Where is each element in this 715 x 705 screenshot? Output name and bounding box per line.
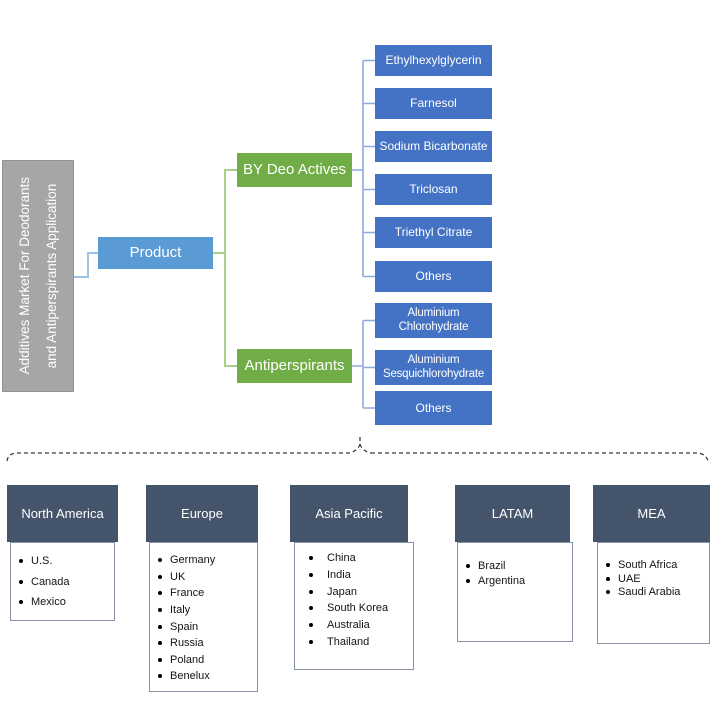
country-item: India	[309, 567, 411, 584]
connector-product-to-branches	[213, 169, 237, 367]
country-label: India	[327, 569, 351, 582]
node-farnesol: Farnesol	[375, 88, 492, 119]
country-label: Germany	[170, 554, 216, 567]
country-label: Australia	[327, 619, 370, 632]
bullet-icon	[309, 573, 313, 578]
country-item: Australia	[309, 617, 411, 634]
country-label: UK	[170, 570, 186, 583]
market-title-box: Additives Market For Deodorants and Anti…	[2, 160, 74, 392]
country-item: UK	[158, 569, 255, 586]
country-label: Benelux	[170, 670, 210, 683]
region-header-asia-pacific: Asia Pacific	[290, 485, 408, 542]
node-others: Others	[375, 261, 492, 292]
bullet-icon	[158, 574, 162, 579]
country-item: Brazil	[466, 559, 570, 574]
country-item: Canada	[19, 572, 112, 593]
country-item: UAE	[606, 572, 707, 586]
country-item: Russia	[158, 635, 255, 652]
node-by-deo-actives: BY Deo Actives	[237, 153, 352, 187]
country-item: Spain	[158, 618, 255, 635]
dashed-brace	[6, 437, 709, 462]
country-label: UAE	[618, 572, 641, 585]
bullet-icon	[158, 624, 162, 629]
country-item: Mexico	[19, 592, 112, 613]
node-others: Others	[375, 391, 492, 425]
country-label: Russia	[170, 637, 204, 650]
node-aluminium-sesquichlorohydrate: Aluminium Sesquichlorohydrate	[375, 350, 492, 385]
bullet-icon	[158, 591, 162, 596]
country-label: Mexico	[31, 596, 66, 609]
bullet-icon	[19, 559, 23, 564]
bullet-icon	[309, 623, 313, 628]
country-label: Thailand	[327, 635, 370, 648]
country-label: China	[327, 552, 356, 565]
connector-root-to-product	[74, 252, 98, 278]
market-title: Additives Market For Deodorants and Anti…	[17, 177, 59, 375]
bullet-icon	[309, 556, 313, 561]
node-triethyl-citrate: Triethyl Citrate	[375, 217, 492, 248]
bullet-icon	[158, 657, 162, 662]
bullet-icon	[309, 639, 313, 644]
country-item: China	[309, 550, 411, 567]
node-ethylhexylglycerin: Ethylhexylglycerin	[375, 45, 492, 76]
country-item: Japan	[309, 583, 411, 600]
bullet-icon	[606, 576, 610, 581]
country-item: Italy	[158, 602, 255, 619]
country-label: South Africa	[618, 558, 678, 571]
connector-antiperspirants-children	[352, 319, 375, 409]
bullet-icon	[606, 562, 610, 567]
region-header-latam: LATAM	[455, 485, 570, 542]
node-product: Product	[98, 237, 213, 269]
country-item: Thailand	[309, 633, 411, 650]
country-label: France	[170, 587, 205, 600]
node-sodium-bicarbonate: Sodium Bicarbonate	[375, 131, 492, 162]
country-item: South Korea	[309, 600, 411, 617]
bullet-icon	[158, 558, 162, 563]
country-label: Spain	[170, 620, 199, 633]
bullet-icon	[466, 564, 470, 569]
region-header-north-america: North America	[7, 485, 118, 542]
bullet-icon	[19, 600, 23, 605]
country-label: Poland	[170, 653, 205, 666]
node-antiperspirants: Antiperspirants	[237, 349, 352, 383]
bullet-icon	[158, 641, 162, 646]
country-item: Argentina	[466, 574, 570, 589]
country-label: South Korea	[327, 602, 389, 615]
country-label: U.S.	[31, 555, 53, 568]
country-item: South Africa	[606, 558, 707, 572]
country-item: Germany	[158, 552, 255, 569]
connector-deo-actives-children	[352, 59, 375, 278]
region-header-mea: MEA	[593, 485, 710, 542]
bullet-icon	[606, 590, 610, 595]
country-item: Poland	[158, 652, 255, 669]
bullet-icon	[309, 589, 313, 594]
country-item: U.S.	[19, 551, 112, 572]
node-triclosan: Triclosan	[375, 174, 492, 205]
region-header-europe: Europe	[146, 485, 258, 542]
country-label: Brazil	[478, 560, 506, 573]
country-item: Saudi Arabia	[606, 586, 707, 600]
bullet-icon	[466, 578, 470, 583]
country-label: Saudi Arabia	[618, 586, 681, 599]
country-label: Argentina	[478, 574, 526, 587]
country-label: Canada	[31, 575, 70, 588]
country-label: Italy	[170, 604, 191, 617]
country-item: Benelux	[158, 668, 255, 685]
country-item: France	[158, 585, 255, 602]
bullet-icon	[158, 608, 162, 613]
bullet-icon	[158, 674, 162, 679]
node-aluminium-chlorohydrate: Aluminium Chlorohydrate	[375, 303, 492, 338]
bullet-icon	[309, 606, 313, 611]
country-label: Japan	[327, 585, 357, 598]
bullet-icon	[19, 579, 23, 584]
